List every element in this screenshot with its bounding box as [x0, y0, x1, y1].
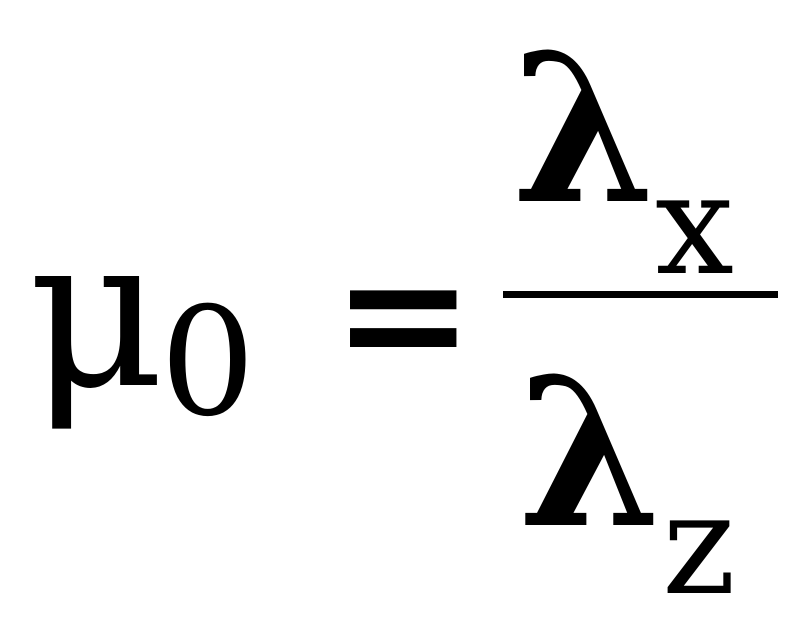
denominator-lambda: λ	[518, 334, 662, 574]
mu-symbol: μ	[28, 190, 165, 435]
numerator-lambda: λ	[512, 10, 656, 250]
numerator-subscript: x	[655, 144, 734, 307]
mu-subscript: 0	[160, 276, 256, 450]
equals-sign: =	[332, 213, 475, 413]
fraction-bar	[503, 291, 778, 298]
denominator-subscript: z	[662, 464, 736, 627]
